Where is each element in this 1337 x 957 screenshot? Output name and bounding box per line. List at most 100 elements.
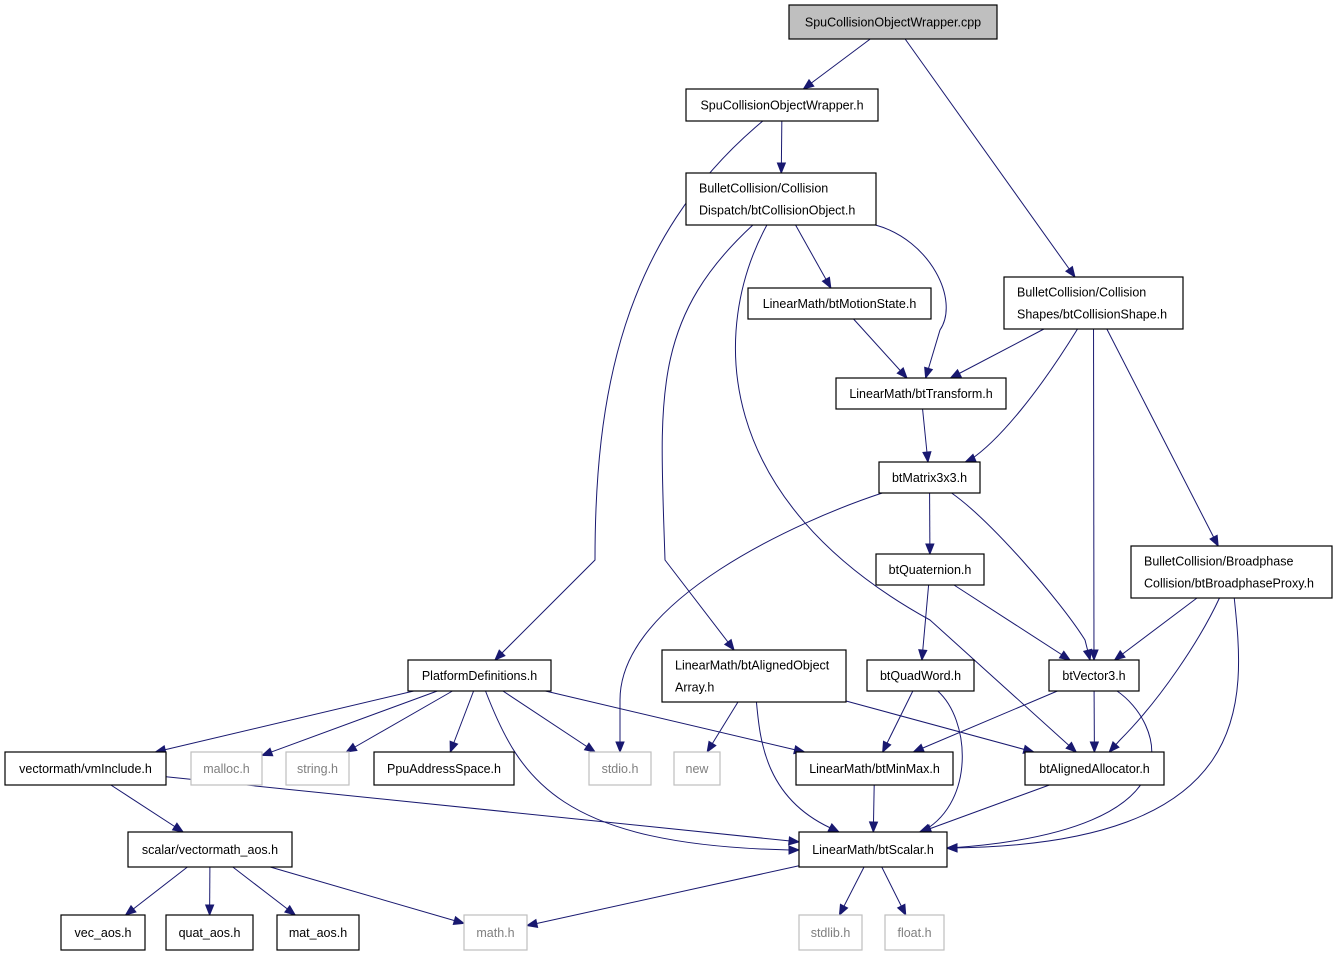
node-box[interactable] bbox=[1003, 276, 1184, 330]
node-box[interactable] bbox=[165, 914, 254, 951]
node-platform-defs[interactable]: PlatformDefinitions.h bbox=[407, 659, 552, 692]
edge-collision_object-to-aligned_object_array bbox=[661, 224, 754, 652]
node-new: new bbox=[673, 751, 721, 786]
edge-motion_state-to-transform bbox=[853, 318, 908, 379]
node-label: LinearMath/btMinMax.h bbox=[809, 762, 940, 776]
edge-transform-to-matrix3x3 bbox=[922, 408, 932, 464]
node-transform[interactable]: LinearMath/btTransform.h bbox=[835, 377, 1007, 410]
node-math: math.h bbox=[463, 914, 528, 951]
node-box[interactable] bbox=[795, 751, 954, 786]
node-box[interactable] bbox=[747, 287, 932, 320]
node-box[interactable] bbox=[60, 914, 146, 951]
edge-broadphase_proxy-to-scalar bbox=[945, 597, 1240, 853]
edge-collision_object-to-motion_state bbox=[795, 224, 832, 290]
node-label: new bbox=[686, 762, 710, 776]
node-label: SpuCollisionObjectWrapper.h bbox=[700, 99, 863, 113]
edge-quadword-to-minmax bbox=[882, 690, 914, 754]
node-vec-aos[interactable]: vec_aos.h bbox=[60, 914, 146, 951]
node-malloc: malloc.h bbox=[190, 751, 263, 786]
node-label: LinearMath/btAlignedObject bbox=[675, 659, 830, 673]
node-label: SpuCollisionObjectWrapper.cpp bbox=[805, 16, 981, 30]
node-box[interactable] bbox=[1130, 545, 1333, 599]
edge-vminclude-to-vectormath_aos bbox=[110, 784, 185, 833]
node-stdlib: stdlib.h bbox=[798, 914, 863, 951]
node-label: LinearMath/btMotionState.h bbox=[763, 297, 917, 311]
node-box[interactable] bbox=[788, 4, 998, 40]
nodes-layer: SpuCollisionObjectWrapper.cppSpuCollisio… bbox=[4, 4, 1333, 951]
node-label: PpuAddressSpace.h bbox=[387, 762, 501, 776]
node-quaternion[interactable]: btQuaternion.h bbox=[875, 553, 985, 586]
node-box[interactable] bbox=[4, 751, 167, 786]
node-label: BulletCollision/Broadphase bbox=[1144, 555, 1293, 569]
node-box[interactable] bbox=[878, 461, 981, 494]
node-label: BulletCollision/Collision bbox=[699, 182, 828, 196]
node-label: stdlib.h bbox=[811, 926, 851, 940]
node-quat-aos[interactable]: quat_aos.h bbox=[165, 914, 254, 951]
edge-vectormath_aos-to-mat_aos bbox=[232, 866, 297, 916]
node-label: Dispatch/btCollisionObject.h bbox=[699, 204, 855, 218]
node-vectormath-aos[interactable]: scalar/vectormath_aos.h bbox=[127, 831, 293, 868]
edge-vminclude-to-scalar bbox=[165, 776, 801, 846]
edge-vector3-to-aligned_allocator bbox=[1089, 690, 1100, 754]
node-label: LinearMath/btTransform.h bbox=[849, 387, 992, 401]
node-box[interactable] bbox=[866, 659, 975, 692]
node-box bbox=[463, 914, 528, 951]
node-box[interactable] bbox=[835, 377, 1007, 410]
edges-layer bbox=[110, 38, 1240, 928]
node-stdio: stdio.h bbox=[588, 751, 652, 786]
node-label: malloc.h bbox=[203, 762, 250, 776]
node-label: btQuadWord.h bbox=[880, 669, 961, 683]
node-label: BulletCollision/Collision bbox=[1017, 286, 1146, 300]
node-box[interactable] bbox=[407, 659, 552, 692]
node-root[interactable]: SpuCollisionObjectWrapper.cpp bbox=[788, 4, 998, 40]
edge-scalar-to-math bbox=[525, 865, 800, 928]
node-box[interactable] bbox=[875, 553, 985, 586]
node-label: btAlignedAllocator.h bbox=[1039, 762, 1150, 776]
node-collision-shape[interactable]: BulletCollision/CollisionShapes/btCollis… bbox=[1003, 276, 1184, 330]
node-ppu-address-space[interactable]: PpuAddressSpace.h bbox=[373, 751, 515, 786]
node-matrix3x3[interactable]: btMatrix3x3.h bbox=[878, 461, 981, 494]
node-box bbox=[884, 914, 945, 951]
node-box bbox=[190, 751, 263, 786]
node-aligned-allocator[interactable]: btAlignedAllocator.h bbox=[1024, 751, 1165, 786]
node-box[interactable] bbox=[373, 751, 515, 786]
node-collision-object[interactable]: BulletCollision/CollisionDispatch/btColl… bbox=[685, 172, 877, 226]
edge-collision_object-to-aligned_allocator bbox=[734, 224, 1078, 753]
node-scalar[interactable]: LinearMath/btScalar.h bbox=[798, 831, 948, 868]
node-broadphase-proxy[interactable]: BulletCollision/BroadphaseCollision/btBr… bbox=[1130, 545, 1333, 599]
edge-wrapper_h-to-collision_object bbox=[776, 120, 787, 175]
node-label: btQuaternion.h bbox=[889, 563, 972, 577]
edge-collision_shape-to-broadphase_proxy bbox=[1106, 328, 1219, 548]
node-box[interactable] bbox=[276, 914, 360, 951]
node-box[interactable] bbox=[661, 649, 847, 703]
node-box bbox=[285, 751, 350, 786]
edge-collision_shape-to-vector3 bbox=[1089, 328, 1099, 662]
node-label: Collision/btBroadphaseProxy.h bbox=[1144, 577, 1314, 591]
node-box[interactable] bbox=[798, 831, 948, 868]
node-minmax[interactable]: LinearMath/btMinMax.h bbox=[795, 751, 954, 786]
node-box[interactable] bbox=[685, 172, 877, 226]
node-mat-aos[interactable]: mat_aos.h bbox=[276, 914, 360, 951]
edge-platform_defs-to-stdio bbox=[502, 690, 597, 753]
node-label: stdio.h bbox=[602, 762, 639, 776]
edge-aligned_object_array-to-new bbox=[706, 701, 739, 754]
node-wrapper-h[interactable]: SpuCollisionObjectWrapper.h bbox=[685, 88, 879, 122]
node-box[interactable] bbox=[127, 831, 293, 868]
node-box[interactable] bbox=[1048, 659, 1140, 692]
edge-broadphase_proxy-to-vector3 bbox=[1113, 597, 1198, 661]
node-label: Array.h bbox=[675, 681, 714, 695]
edge-quaternion-to-quadword bbox=[918, 584, 930, 662]
edge-quaternion-to-vector3 bbox=[953, 584, 1072, 661]
edge-minmax-to-scalar bbox=[868, 784, 879, 834]
node-box[interactable] bbox=[1024, 751, 1165, 786]
node-vector3[interactable]: btVector3.h bbox=[1048, 659, 1140, 692]
node-quadword[interactable]: btQuadWord.h bbox=[866, 659, 975, 692]
edge-matrix3x3-to-stdio bbox=[615, 492, 883, 754]
node-motion-state[interactable]: LinearMath/btMotionState.h bbox=[747, 287, 932, 320]
node-box[interactable] bbox=[685, 88, 879, 122]
edge-platform_defs-to-ppu_address_space bbox=[449, 690, 475, 754]
node-label: vec_aos.h bbox=[75, 926, 132, 940]
node-vminclude[interactable]: vectormath/vmInclude.h bbox=[4, 751, 167, 786]
